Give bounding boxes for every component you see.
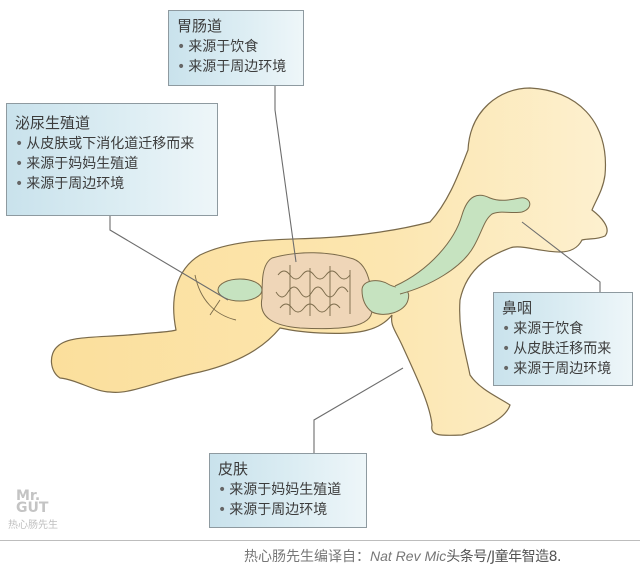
source-credit: 热心肠先生编译自：Nat Rev Mic头条号/J童年智造8. bbox=[244, 546, 561, 566]
logo-line2: GUT bbox=[16, 500, 49, 516]
urogenital-title: 泌尿生殖道 bbox=[15, 114, 91, 132]
gut-title: 胃肠道 bbox=[177, 17, 223, 35]
nasopharynx-item: 来源于饮食 bbox=[502, 319, 624, 339]
logo-line1: Mr. bbox=[16, 488, 41, 504]
urogenital-item: 来源于妈妈生殖道 bbox=[15, 154, 209, 174]
skin-item: 来源于周边环境 bbox=[218, 500, 358, 520]
gut-item: 来源于饮食 bbox=[177, 37, 295, 57]
watermark: 头条号/J童年智造8. bbox=[446, 549, 561, 565]
nasopharynx-item: 来源于周边环境 bbox=[502, 359, 624, 379]
skin-title: 皮肤 bbox=[218, 460, 249, 478]
nasopharynx-title: 鼻咽 bbox=[502, 299, 533, 317]
esophagus bbox=[394, 194, 531, 295]
urogenital-info-box: 泌尿生殖道 从皮肤或下消化道迁移而来 来源于妈妈生殖道 来源于周边环境 bbox=[6, 103, 218, 216]
footer-divider bbox=[0, 540, 640, 541]
skin-info-box: 皮肤 来源于妈妈生殖道 来源于周边环境 bbox=[209, 453, 367, 528]
logo-line3: 热心肠先生 bbox=[8, 520, 58, 531]
gut-item: 来源于周边环境 bbox=[177, 57, 295, 77]
mr-gut-logo: Mr. GUT 热心肠先生 bbox=[8, 488, 58, 531]
skin-item: 来源于妈妈生殖道 bbox=[218, 480, 358, 500]
credit-prefix: 热心肠先生编译自： bbox=[244, 549, 370, 565]
intestines bbox=[260, 252, 373, 330]
nasopharynx-item: 从皮肤迁移而来 bbox=[502, 339, 624, 359]
urogenital-item: 来源于周边环境 bbox=[15, 174, 209, 194]
credit-source: Nat Rev Mic bbox=[370, 548, 447, 564]
bladder bbox=[217, 278, 263, 302]
gut-info-box: 胃肠道 来源于饮食 来源于周边环境 bbox=[168, 10, 304, 86]
nasopharynx-info-box: 鼻咽 来源于饮食 从皮肤迁移而来 来源于周边环境 bbox=[493, 292, 633, 386]
leader-lines bbox=[109, 84, 601, 455]
urogenital-item: 从皮肤或下消化道迁移而来 bbox=[15, 134, 209, 154]
